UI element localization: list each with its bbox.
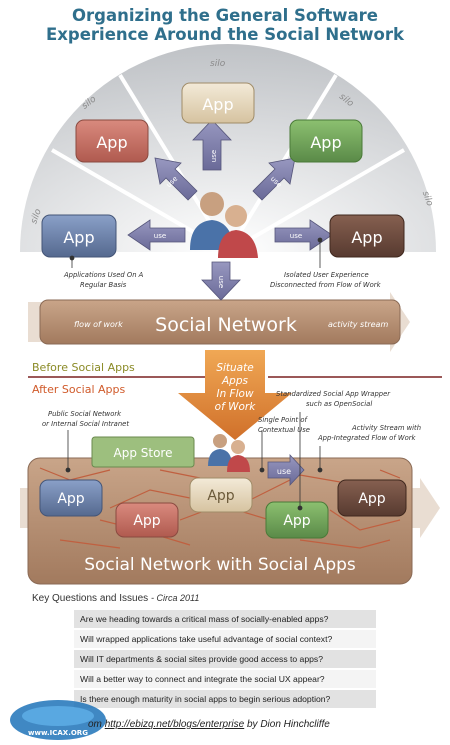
activity-stream-label: activity stream xyxy=(328,320,388,329)
annot-isolated-2: Disconnected from Flow of Work xyxy=(270,281,382,289)
app-store-box xyxy=(91,436,195,468)
after-social-apps: After Social Apps xyxy=(32,383,126,396)
app-bottom-4-label: App xyxy=(283,513,310,529)
question-item: Will IT departments & social sites provi… xyxy=(80,654,323,664)
annot-apps-regular-2: Regular Basis xyxy=(80,281,127,289)
use-label-left: use xyxy=(154,232,166,240)
people-icon xyxy=(190,192,258,258)
use-label-right: use xyxy=(290,232,302,240)
app-top-label: App xyxy=(202,95,233,114)
before-social-apps: Before Social Apps xyxy=(32,361,135,374)
question-item: Are we heading towards a critical mass o… xyxy=(80,614,329,624)
question-item: Will wrapped applications take useful ad… xyxy=(80,634,333,644)
app-bottom-5-label: App xyxy=(358,491,385,507)
diagram-labels: silo silo silo silo silo App App App App… xyxy=(28,59,435,737)
situate-line4: of Work xyxy=(215,401,257,413)
situate-line1: Situate xyxy=(216,362,253,374)
questions-heading: Key Questions and Issues - Circa 2011 xyxy=(32,593,199,604)
app-bottom-2-label: App xyxy=(133,513,160,529)
footer-prefix: om xyxy=(88,719,102,730)
footer-credit: om http://ebizq.net/blogs/enterprise by … xyxy=(88,719,330,730)
app-upper-right-label: App xyxy=(310,133,341,152)
questions-circa: - Circa 2011 xyxy=(150,593,200,603)
annot-activity-1: Activity Stream with xyxy=(351,424,421,432)
annot-wrapper-2: such as OpenSocial xyxy=(306,400,372,408)
footer-author: by Dion Hinchcliffe xyxy=(247,719,330,730)
annotation-pointers xyxy=(65,237,323,511)
annot-public-2: or Internal Social Intranet xyxy=(42,420,129,428)
annot-isolated-1: Isolated User Experience xyxy=(284,271,369,279)
app-upper-left-label: App xyxy=(96,133,127,152)
use-label-bottom: use xyxy=(277,467,291,476)
situate-arrow xyxy=(178,350,292,440)
people-icon-small xyxy=(208,434,250,472)
question-item: Will a better way to connect and integra… xyxy=(80,674,325,684)
annot-public-1: Public Social Network xyxy=(48,410,122,418)
use-arrows-top xyxy=(127,119,333,487)
questions-heading-text: Key Questions and Issues xyxy=(32,593,149,604)
page-title-line2: Experience Around the Social Network xyxy=(46,25,404,44)
social-network-title: Social Network xyxy=(155,314,297,336)
annot-single-point-2: Contextual Use xyxy=(258,426,310,434)
app-right-label: App xyxy=(351,228,382,247)
app-store-label: App Store xyxy=(114,446,173,460)
social-apps-title: Social Network with Social Apps xyxy=(84,555,356,575)
silo-label-top: silo xyxy=(210,59,226,69)
bottom-apps xyxy=(39,477,407,539)
footer-link[interactable]: http://ebizq.net/blogs/enterprise xyxy=(104,719,245,730)
app-left-label: App xyxy=(63,228,94,247)
question-item: Is there enough maturity in social apps … xyxy=(80,694,331,704)
situate-line2: Apps xyxy=(221,375,249,387)
app-bottom-3-label: App xyxy=(207,488,234,504)
situate-line3: In Flow xyxy=(216,388,253,400)
page-title-line1: Organizing the General Software xyxy=(72,6,378,25)
question-rows-bg xyxy=(74,610,376,708)
silo-fan xyxy=(20,44,436,252)
flow-of-work-label: flow of work xyxy=(74,320,123,329)
watermark-logo xyxy=(10,700,106,740)
social-network-bar xyxy=(39,299,401,345)
app-bottom-1-label: App xyxy=(57,491,84,507)
use-label-down: use xyxy=(217,276,225,288)
top-apps xyxy=(41,82,405,258)
use-label-up: use xyxy=(210,150,218,162)
annot-activity-2: App-Integrated Flow of Work xyxy=(317,434,417,442)
annot-apps-regular-1: Applications Used On A xyxy=(63,271,144,279)
annot-single-point-1: Single Point of xyxy=(258,416,308,424)
watermark-text: www.ICAX.ORG xyxy=(28,729,88,737)
annot-wrapper-1: Standardized Social App Wrapper xyxy=(276,390,391,398)
